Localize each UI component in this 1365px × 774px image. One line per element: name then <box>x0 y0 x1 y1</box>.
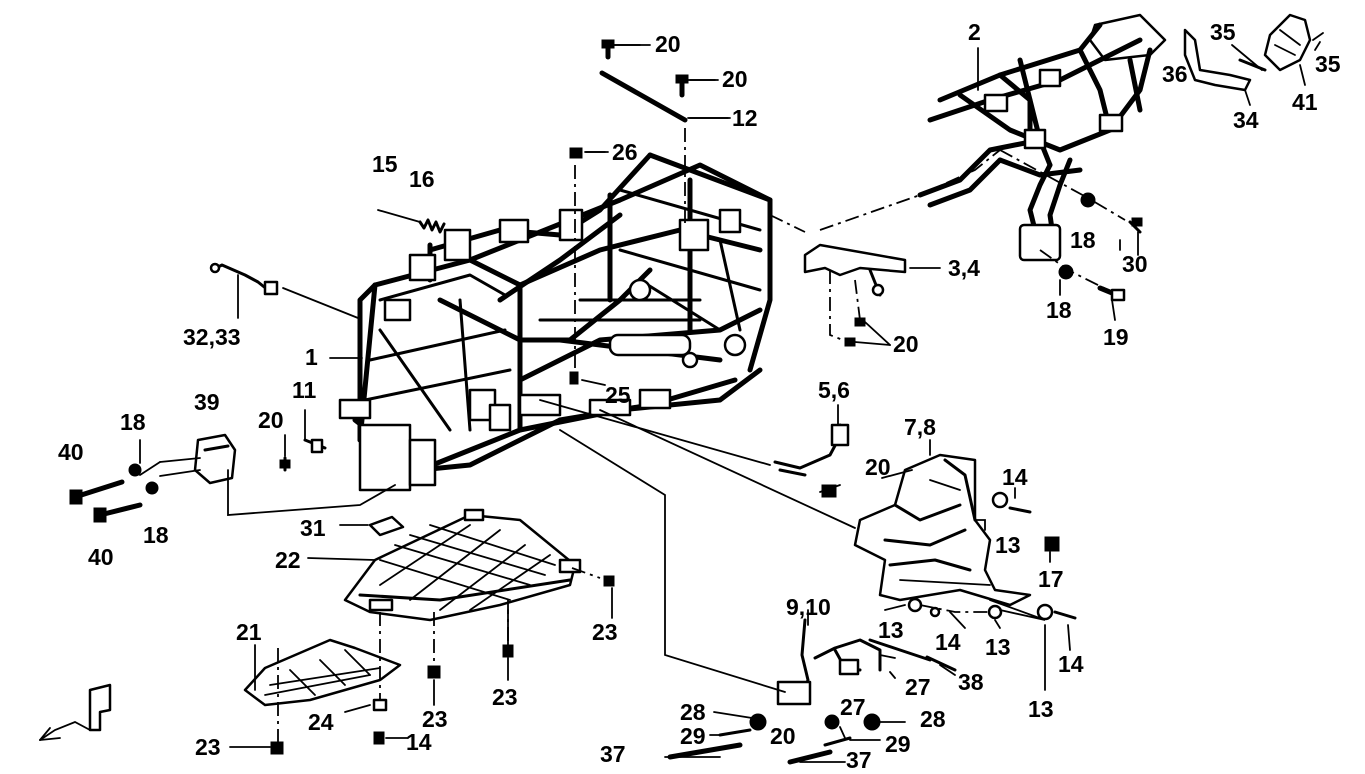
harness-32-33 <box>209 262 279 296</box>
callout-29: 29 <box>680 723 706 749</box>
callout-28: 28 <box>920 706 946 732</box>
callout-24: 24 <box>308 709 334 735</box>
callout-13: 13 <box>878 617 904 643</box>
callout-2: 2 <box>968 19 981 45</box>
small-plate <box>243 638 402 707</box>
linkage-9-10 <box>776 618 932 706</box>
callout-38: 38 <box>958 669 984 695</box>
callout-17: 17 <box>1038 566 1064 592</box>
callout-30: 30 <box>1122 251 1148 277</box>
callout-13: 13 <box>995 532 1021 558</box>
callout-23: 23 <box>492 684 518 710</box>
callout-21: 21 <box>236 619 262 645</box>
callout-39: 39 <box>194 389 220 415</box>
callout-41: 41 <box>1292 89 1318 115</box>
main-frame <box>338 152 773 492</box>
skid-plate-7-8 <box>853 453 1032 607</box>
front-direction-arrow-icon <box>39 683 112 741</box>
callout-14: 14 <box>1002 464 1028 490</box>
callout-31: 31 <box>300 515 326 541</box>
callout-23: 23 <box>195 734 221 760</box>
callout-19: 19 <box>1103 324 1129 350</box>
callout-20: 20 <box>770 723 796 749</box>
callout-20: 20 <box>655 31 681 57</box>
upper-right-parts <box>1183 13 1324 92</box>
callout-3-4: 3,4 <box>948 255 980 281</box>
callout-35: 35 <box>1315 51 1341 77</box>
callout-23: 23 <box>422 706 448 732</box>
bracket-39 <box>159 433 237 485</box>
callout-1: 1 <box>305 344 318 370</box>
callout-29: 29 <box>885 731 911 757</box>
callout-27: 27 <box>905 674 931 700</box>
callout-11: 11 <box>292 377 317 403</box>
callout-14: 14 <box>406 729 432 755</box>
callout-18: 18 <box>143 522 169 548</box>
callout-20: 20 <box>893 331 919 357</box>
callout-27: 27 <box>840 694 866 720</box>
callout-15: 15 <box>372 151 398 177</box>
callout-28: 28 <box>680 699 706 725</box>
callout-5-6: 5,6 <box>818 377 850 403</box>
fasteners <box>69 39 1143 765</box>
callout-32-33: 32,33 <box>183 324 241 350</box>
rear-subframe <box>917 13 1167 262</box>
callout-35: 35 <box>1210 19 1236 45</box>
callout-18: 18 <box>1046 297 1072 323</box>
callout-36: 36 <box>1162 61 1188 87</box>
callout-37: 37 <box>600 741 626 767</box>
callout-20: 20 <box>258 407 284 433</box>
callout-23: 23 <box>592 619 618 645</box>
callout-18: 18 <box>120 409 146 435</box>
callout-13: 13 <box>1028 696 1054 722</box>
callout-16: 16 <box>409 166 435 192</box>
callout-labels: 20 20 12 26 15 16 32,33 1 11 20 39 18 40… <box>58 19 1341 773</box>
callout-7-8: 7,8 <box>904 414 936 440</box>
callout-20: 20 <box>722 66 748 92</box>
callout-14: 14 <box>935 629 961 655</box>
callout-22: 22 <box>275 547 301 573</box>
callout-40: 40 <box>88 544 114 570</box>
hose-5-6 <box>773 423 850 477</box>
lower-plate <box>343 508 582 622</box>
callout-37: 37 <box>846 747 872 773</box>
callout-14: 14 <box>1058 651 1084 677</box>
leader-lines <box>139 41 1321 763</box>
callout-20: 20 <box>865 454 891 480</box>
callout-9-10: 9,10 <box>786 594 831 620</box>
callout-40: 40 <box>58 439 84 465</box>
callout-12: 12 <box>732 105 758 131</box>
callout-34: 34 <box>1233 107 1259 133</box>
bracket-3-4 <box>803 243 907 297</box>
callout-25: 25 <box>605 382 631 408</box>
callout-13: 13 <box>985 634 1011 660</box>
callout-18: 18 <box>1070 227 1096 253</box>
callout-26: 26 <box>612 139 638 165</box>
